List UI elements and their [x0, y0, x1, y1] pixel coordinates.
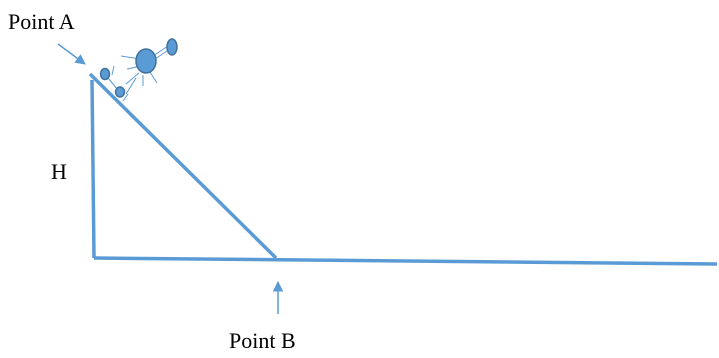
top-right-sphere [166, 38, 178, 56]
large-sphere [135, 48, 157, 74]
ground-line [93, 256, 718, 266]
vertical-wall [90, 79, 96, 259]
incline-slope [88, 72, 278, 260]
point-a-label: Point A [8, 9, 75, 34]
left-small-sphere [99, 67, 111, 81]
ramp [88, 72, 718, 266]
molecule-ball-icon [99, 38, 178, 102]
point-b-label: Point B [229, 328, 296, 353]
arrow-down-right-icon [57, 43, 86, 65]
height-label: H [51, 159, 67, 184]
bottom-small-sphere [114, 86, 126, 98]
